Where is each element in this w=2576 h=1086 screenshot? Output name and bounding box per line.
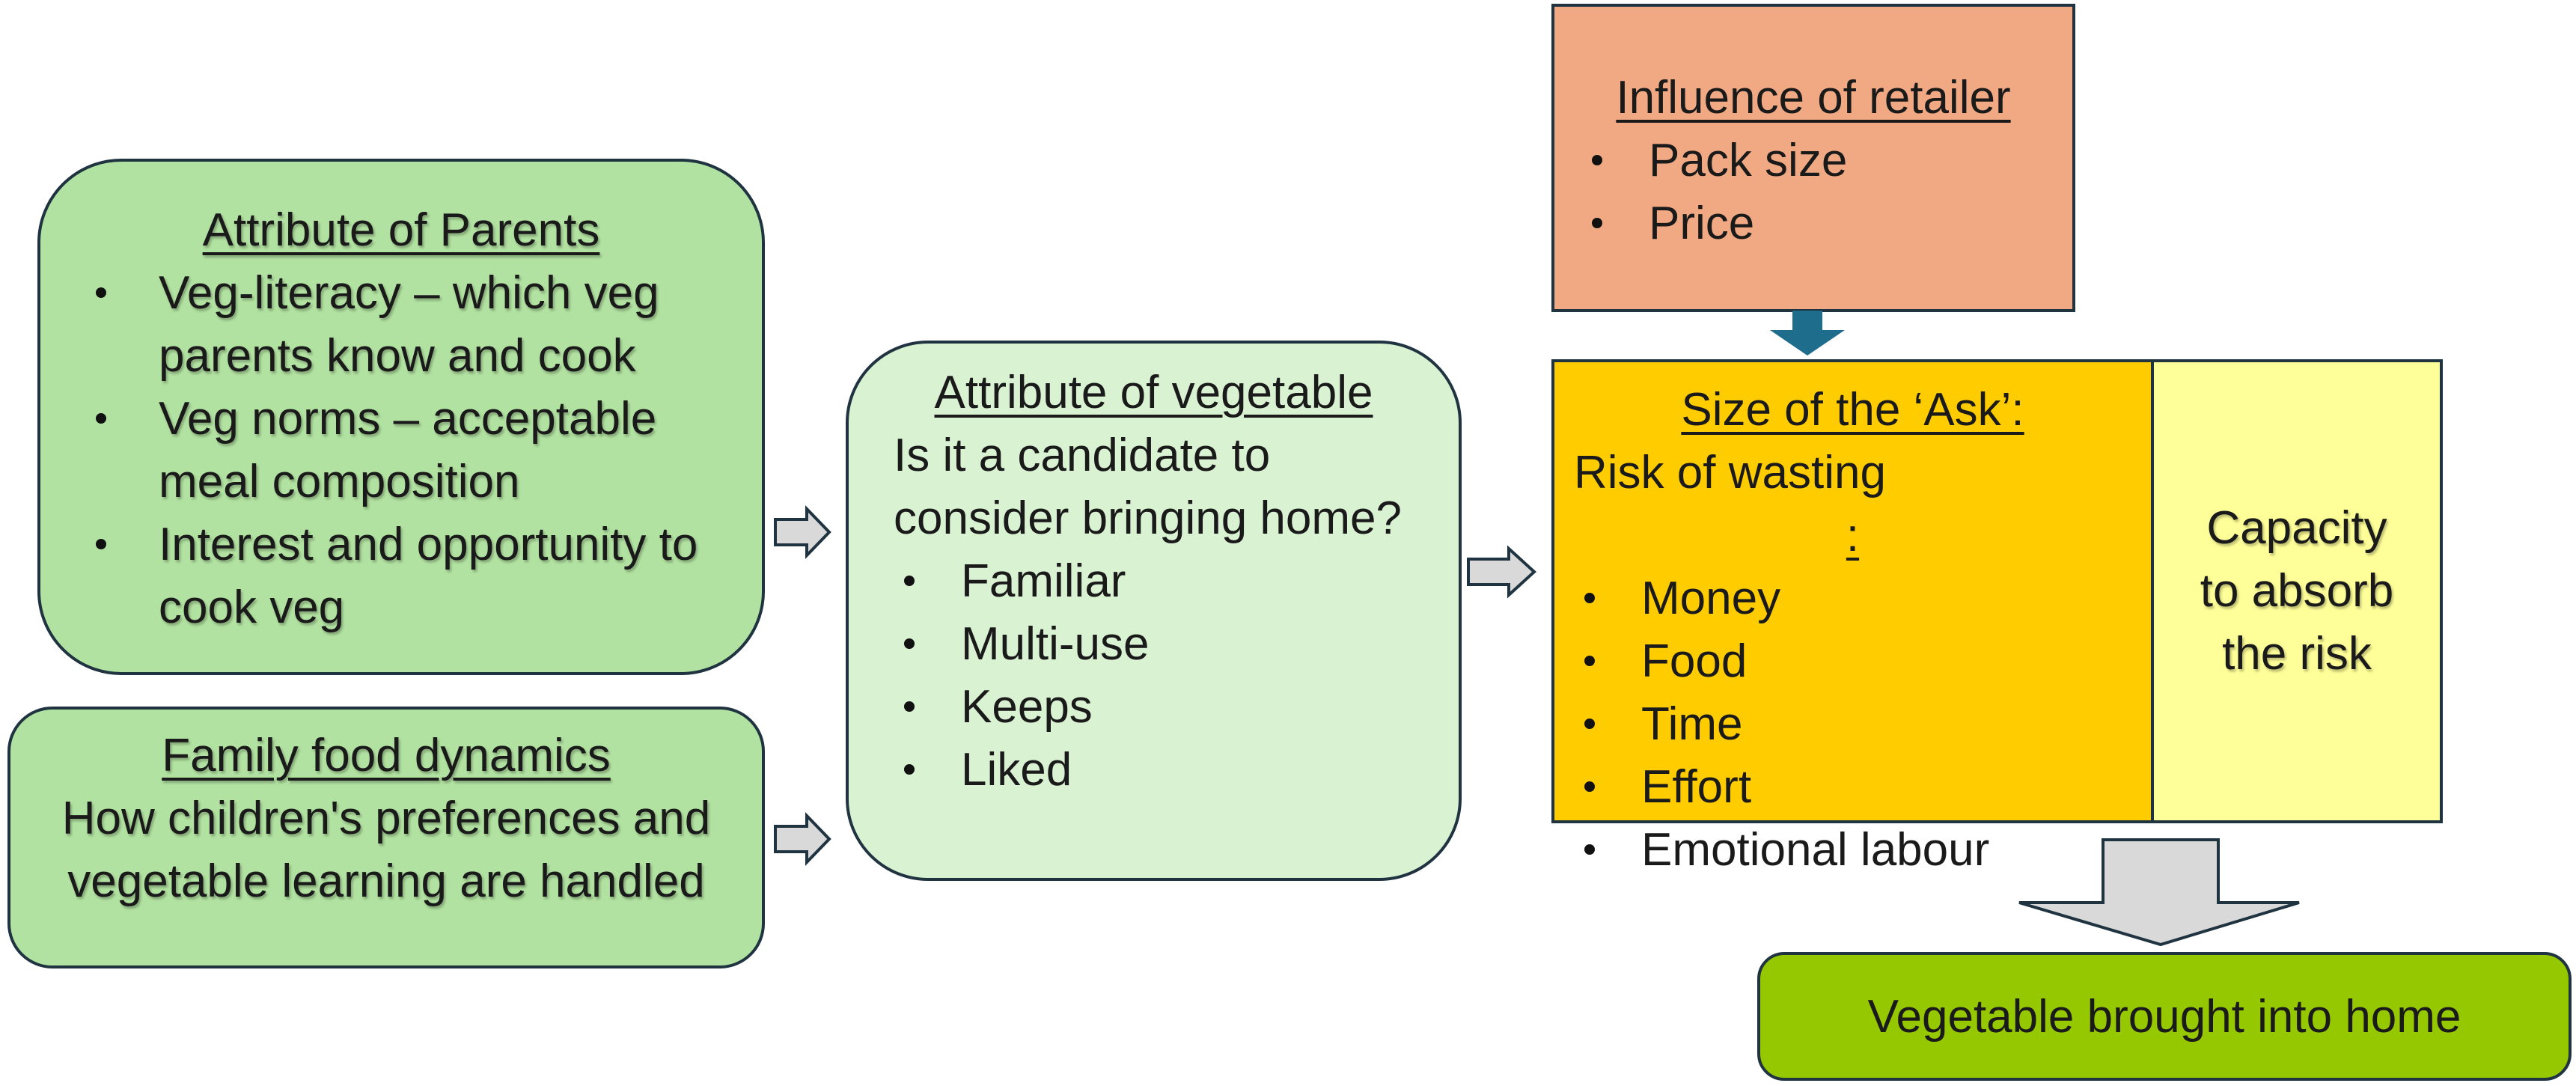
arrow-vegetable-to-ask bbox=[1467, 545, 1536, 599]
retailer-item-pack-size: Pack size bbox=[1581, 129, 2045, 192]
capacity-text: Capacity to absorb the risk bbox=[2200, 502, 2394, 680]
parents-list: Veg-literacy – which veg parents know an… bbox=[73, 262, 729, 639]
capacity-box: Capacity to absorb the risk bbox=[2151, 359, 2443, 823]
family-title: Family food dynamics bbox=[162, 730, 611, 781]
vegetable-question: Is it a candidate to consider bringing h… bbox=[894, 430, 1402, 544]
vegetable-item-liked: Liked bbox=[894, 739, 1414, 802]
arrow-parents-to-vegetable bbox=[774, 505, 831, 559]
ask-item-time: Time bbox=[1574, 693, 2131, 756]
ask-title: Size of the ‘Ask’: bbox=[1681, 384, 2024, 436]
ask-item-food: Food bbox=[1574, 630, 2131, 693]
outcome-text: Vegetable brought into home bbox=[1867, 990, 2461, 1043]
size-of-ask-box: Size of the ‘Ask’: Risk of wasting: Mone… bbox=[1551, 359, 2154, 876]
vegetable-attribute-box: Attribute of vegetable Is it a candidate… bbox=[846, 341, 1462, 881]
vegetable-item-keeps: Keeps bbox=[894, 676, 1414, 739]
parents-item-veg-literacy: Veg-literacy – which veg parents know an… bbox=[73, 262, 729, 388]
risk-label-colon: : bbox=[1846, 510, 1860, 561]
family-body: How children's preferences and vegetable… bbox=[61, 793, 711, 907]
vegetable-item-familiar: Familiar bbox=[894, 550, 1414, 613]
family-dynamics-box: Family food dynamics How children's pref… bbox=[7, 707, 765, 968]
arrow-ask-to-outcome bbox=[2018, 838, 2300, 947]
retailer-list: Pack size Price bbox=[1581, 129, 2045, 255]
ask-item-money: Money bbox=[1574, 567, 2131, 630]
ask-risk-list: Money Food Time Effort Emotional labour bbox=[1574, 567, 2131, 882]
vegetable-list: Familiar Multi-use Keeps Liked bbox=[894, 550, 1414, 802]
retailer-item-price: Price bbox=[1581, 192, 2045, 255]
ask-item-emotional-labour: Emotional labour bbox=[1574, 819, 2131, 882]
parents-item-veg-norms: Veg norms – acceptable meal composition bbox=[73, 388, 729, 513]
arrow-family-to-vegetable bbox=[774, 812, 831, 866]
parents-title: Attribute of Parents bbox=[202, 204, 600, 256]
vegetable-item-multi-use: Multi-use bbox=[894, 613, 1414, 676]
arrow-retailer-to-ask bbox=[1770, 311, 1845, 356]
vegetable-title: Attribute of vegetable bbox=[934, 367, 1373, 418]
risk-label-text: Risk of wasting bbox=[1574, 447, 1886, 498]
retailer-title: Influence of retailer bbox=[1616, 72, 2011, 123]
parents-item-interest: Interest and opportunity to cook veg bbox=[73, 513, 729, 639]
retailer-influence-box: Influence of retailer Pack size Price bbox=[1551, 4, 2075, 312]
risk-of-wasting-label: Risk of wasting: bbox=[1574, 442, 2131, 567]
parents-attribute-box: Attribute of Parents Veg-literacy – whic… bbox=[37, 159, 765, 675]
ask-item-effort: Effort bbox=[1574, 756, 2131, 819]
outcome-box: Vegetable brought into home bbox=[1757, 952, 2572, 1081]
